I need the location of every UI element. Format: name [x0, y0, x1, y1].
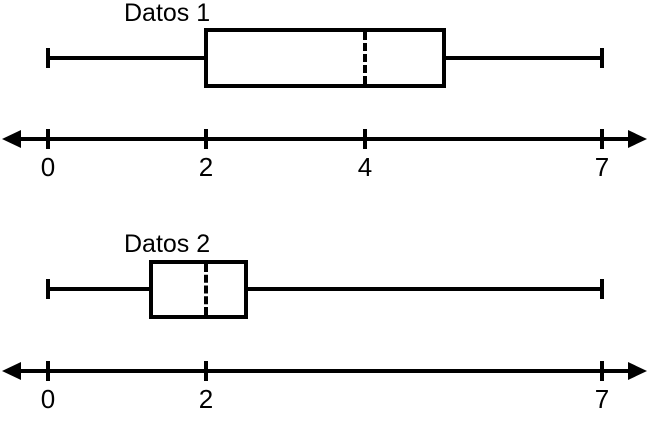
- iqr-box: [149, 260, 248, 319]
- plot-title-datos-2: Datos 2: [124, 230, 211, 258]
- axis-tick-label: 0: [40, 384, 56, 414]
- whisker-cap-max: [600, 279, 604, 299]
- axis-tick-label: 2: [198, 384, 214, 414]
- axis-line: [12, 137, 637, 141]
- axis-line: [12, 369, 637, 373]
- axis-tick-label: 7: [594, 384, 610, 414]
- median-line: [204, 264, 208, 315]
- axis-tick: [600, 129, 604, 149]
- axis-tick: [204, 361, 208, 381]
- whisker-right-line: [246, 287, 602, 291]
- median-line: [363, 32, 367, 84]
- axis-arrowhead-right: [628, 130, 647, 148]
- iqr-box: [204, 28, 446, 88]
- axis-tick: [363, 129, 367, 149]
- axis-tick-label: 4: [357, 152, 373, 182]
- plot-title-datos-1: Datos 1: [124, 0, 211, 27]
- axis-arrowhead-right: [628, 362, 647, 380]
- axis-tick-label: 7: [594, 152, 610, 182]
- axis-arrowhead-left: [2, 130, 21, 148]
- whisker-right-line: [444, 56, 602, 60]
- axis-tick: [46, 129, 50, 149]
- axis-tick: [600, 361, 604, 381]
- whisker-left-line: [48, 287, 151, 291]
- whisker-cap-max: [600, 48, 604, 68]
- axis-tick-label: 2: [198, 152, 214, 182]
- axis-tick: [46, 361, 50, 381]
- whisker-left-line: [48, 56, 206, 60]
- axis-arrowhead-left: [2, 362, 21, 380]
- whisker-cap-min: [46, 279, 50, 299]
- axis-tick-label: 0: [40, 152, 56, 182]
- axis-tick: [204, 129, 208, 149]
- whisker-cap-min: [46, 48, 50, 68]
